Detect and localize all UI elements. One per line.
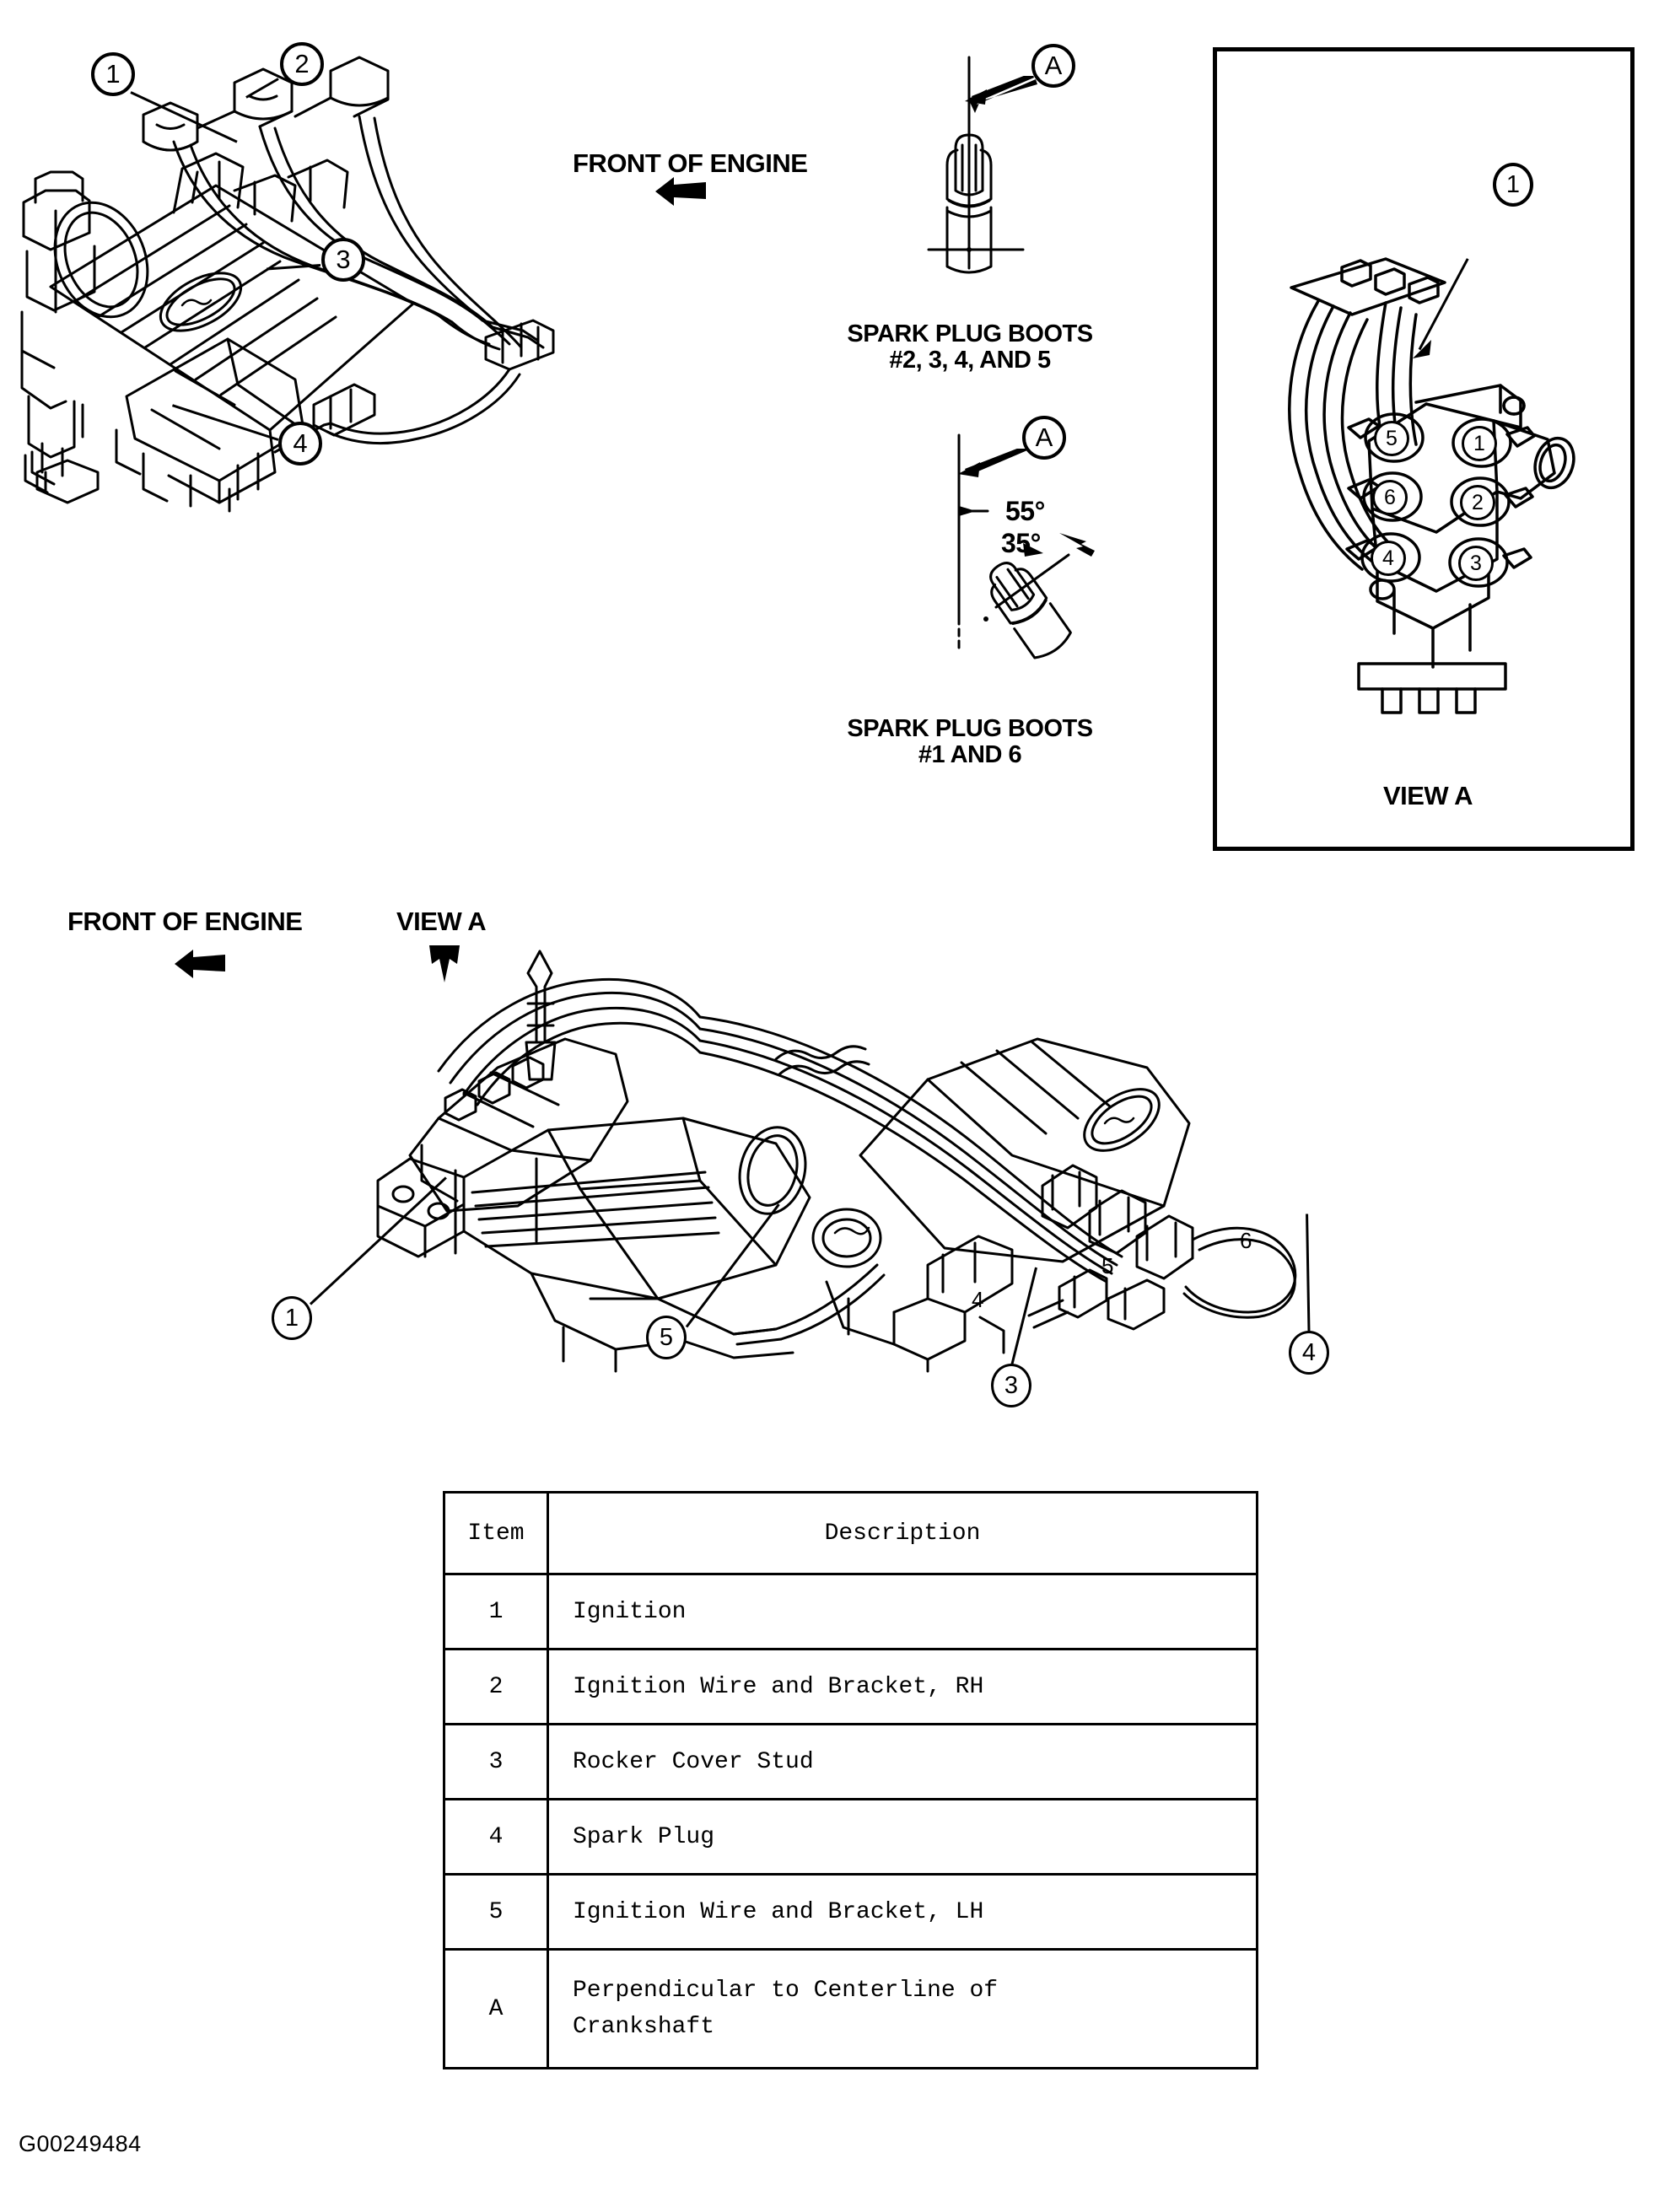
callout-label: A [1044, 51, 1063, 80]
view-a-detail-box: 5 1 6 2 4 3 1 VIEW A [1213, 47, 1635, 851]
front-of-engine-arrow-bottom-icon [173, 946, 227, 982]
view-a-terminal-1: 1 [1462, 426, 1497, 461]
cell-description: Ignition [547, 1573, 1258, 1650]
callout-label: 3 [1004, 1371, 1019, 1399]
header-item: Item [443, 1491, 549, 1575]
callout-label: 1 [1505, 170, 1521, 198]
angle-label-35: 35° [1001, 528, 1041, 558]
cell-description: Perpendicular to Centerline of Crankshaf… [547, 1948, 1258, 2069]
cell-description: Rocker Cover Stud [547, 1723, 1258, 1800]
terminal-label: 3 [1470, 551, 1482, 575]
cell-item: 2 [443, 1648, 549, 1725]
header-description: Description [547, 1491, 1258, 1575]
callout-a-boot-detail-angled: A [1022, 416, 1066, 460]
angle-label-55: 55° [1005, 496, 1045, 526]
leader-arrow-a-perpendicular-icon [961, 76, 1039, 116]
table-row: A Perpendicular to Centerline of Cranksh… [443, 1948, 1258, 2069]
callout-a-boot-detail-perpendicular: A [1031, 44, 1075, 88]
callout-label: 1 [284, 1304, 299, 1332]
plug-number-6: 6 [1240, 1228, 1252, 1253]
engine-lower-illustration: 4 5 6 [337, 902, 1434, 1375]
callout-1-lower: 1 [272, 1296, 312, 1340]
figure-id-code: G00249484 [19, 2131, 142, 2156]
terminal-label: 5 [1386, 426, 1398, 450]
cell-item: 1 [443, 1573, 549, 1650]
callout-2-upper-left: 2 [280, 42, 324, 86]
table-row: 1 Ignition [443, 1573, 1258, 1650]
view-a-title: VIEW A [1382, 781, 1473, 810]
callout-5-lower: 5 [646, 1316, 687, 1359]
caption-line-2: #1 AND 6 [918, 741, 1022, 769]
callout-3-lower: 3 [991, 1364, 1031, 1407]
spark-plug-boot-detail-perpendicular [924, 51, 1050, 278]
view-a-terminal-5: 5 [1374, 421, 1409, 456]
callout-3-upper-left: 3 [321, 238, 365, 282]
table-row: 3 Rocker Cover Stud [443, 1723, 1258, 1800]
cell-item: 3 [443, 1723, 549, 1800]
cell-description: Spark Plug [547, 1798, 1258, 1876]
cell-description-line-2: Crankshaft [573, 2014, 715, 2040]
view-a-terminal-6: 6 [1372, 480, 1408, 515]
callout-label: 1 [105, 59, 121, 89]
plug-number-5: 5 [1101, 1253, 1113, 1278]
table-row: 5 Ignition Wire and Bracket, LH [443, 1873, 1258, 1951]
view-a-terminal-3: 3 [1458, 546, 1494, 581]
callout-label: 5 [659, 1323, 674, 1351]
view-a-coil-pack-illustration [1268, 195, 1597, 768]
view-a-terminal-4: 4 [1371, 541, 1406, 576]
terminal-label: 2 [1472, 490, 1484, 514]
callout-4-lower: 4 [1289, 1331, 1329, 1375]
table-row: 2 Ignition Wire and Bracket, RH [443, 1648, 1258, 1725]
cell-description: Ignition Wire and Bracket, RH [547, 1648, 1258, 1725]
caption-line-1: SPARK PLUG BOOTS [847, 320, 1093, 347]
spark-plug-boots-caption-top: SPARK PLUG BOOTS #2, 3, 4, AND 5 [814, 320, 1126, 374]
callout-1-upper-left: 1 [91, 52, 135, 96]
callout-label: A [1035, 422, 1053, 452]
leader-arrow-a-angled-icon [955, 449, 1032, 489]
terminal-label: 4 [1382, 546, 1394, 570]
spark-plug-boot-detail-angled [924, 430, 1109, 683]
terminal-label: 1 [1473, 431, 1485, 455]
view-a-terminal-2: 2 [1460, 485, 1495, 520]
view-a-arrow-bottom-icon [426, 942, 463, 986]
callout-label: 3 [336, 245, 351, 274]
terminal-label: 6 [1384, 485, 1396, 509]
callout-label: 4 [1301, 1338, 1317, 1366]
table-header-row: Item Description [443, 1491, 1258, 1575]
cell-item: A [443, 1948, 549, 2069]
table-row: 4 Spark Plug [443, 1798, 1258, 1876]
cell-description-line-1: Perpendicular to Centerline of [573, 1977, 999, 2004]
component-legend-table: Item Description 1 Ignition 2 Ignition W… [443, 1491, 1258, 2069]
front-of-engine-label-bottom: FRONT OF ENGINE [67, 907, 303, 936]
leader-arrowhead-view-a-icon [1409, 336, 1433, 362]
cell-item: 4 [443, 1798, 549, 1876]
callout-label: 2 [294, 49, 310, 78]
caption-line-1: SPARK PLUG BOOTS [847, 715, 1093, 742]
callout-4-upper-left: 4 [278, 422, 322, 466]
cell-item: 5 [443, 1873, 549, 1951]
callout-label: 4 [293, 428, 308, 458]
spark-plug-boots-caption-bottom: SPARK PLUG BOOTS #1 AND 6 [814, 715, 1126, 769]
plug-number-4: 4 [972, 1287, 983, 1312]
callout-1-view-a: 1 [1493, 163, 1533, 207]
cell-description: Ignition Wire and Bracket, LH [547, 1873, 1258, 1951]
caption-line-2: #2, 3, 4, AND 5 [889, 347, 1051, 374]
angle-35-arrow-icon [1058, 528, 1108, 562]
view-a-label-bottom: VIEW A [396, 907, 487, 936]
front-of-engine-label-top: FRONT OF ENGINE [573, 148, 808, 178]
front-of-engine-arrow-top-icon [654, 174, 708, 209]
